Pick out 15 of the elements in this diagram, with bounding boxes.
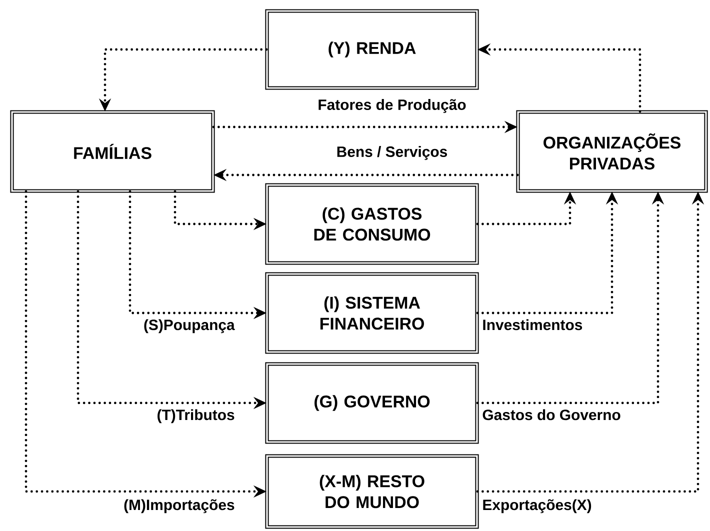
edge-label: Investimentos (481, 318, 584, 332)
process-box: ORGANIZAÇÕES PRIVADAS (516, 110, 708, 193)
process-box: (C) GASTOS DE CONSUMO (265, 183, 479, 265)
process-box: (G) GOVERNO (265, 362, 479, 444)
process-box: (X-M) RESTO DO MUNDO (265, 454, 479, 529)
process-box: (I) SISTEMA FINANCEIRO (265, 272, 479, 354)
process-box: (Y) RENDA (265, 9, 479, 90)
edge-label: (M)Importações (122, 498, 236, 514)
edge-label: Bens / Serviços (335, 145, 449, 161)
edge-label: Exportações(X) (481, 498, 593, 514)
edge-label: Fatores de Produção (316, 98, 468, 114)
edge-label: Gastos do Governo (481, 408, 622, 422)
edge-label: (T)Tributos (156, 408, 236, 424)
edge-label: (S)Poupança (142, 318, 236, 334)
process-box: FAMÍLIAS (10, 110, 215, 193)
